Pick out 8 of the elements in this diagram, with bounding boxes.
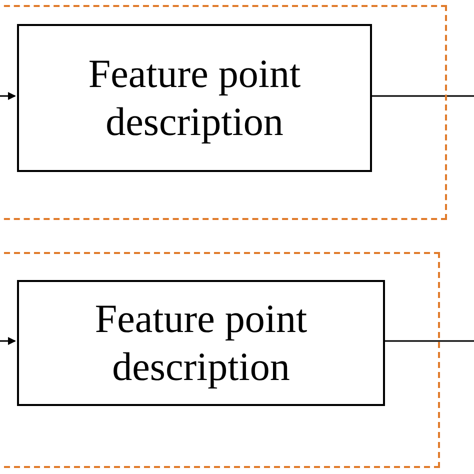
arrow — [0, 337, 16, 345]
connector-line — [383, 340, 474, 342]
box-label: Feature point description — [94, 295, 308, 391]
process-box — [17, 24, 372, 172]
process-box — [17, 280, 385, 406]
box-label: Feature point description — [87, 50, 302, 146]
connector-line — [370, 95, 474, 97]
arrow — [0, 92, 16, 100]
